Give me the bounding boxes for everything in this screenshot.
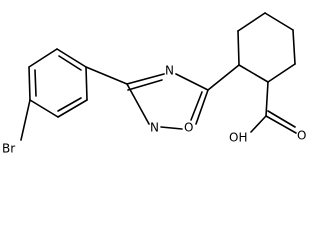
atom-label-nitrogen-top: N	[165, 64, 174, 78]
atom-label-hydroxyl: OH	[229, 131, 247, 145]
oxadiazole-ring	[126, 73, 209, 130]
bromophenyl-ring	[28, 48, 88, 118]
bond-oxadiazole-cyclohexane	[207, 64, 240, 91]
carboxylic-acid-group	[250, 81, 297, 134]
atom-label-nitrogen-bottom: N	[150, 121, 159, 135]
atom-label-ring-oxygen: O	[184, 121, 193, 135]
cyclohexane-ring	[237, 12, 296, 83]
atom-label-carbonyl-oxygen: O	[297, 129, 306, 143]
bond-phenyl-oxadiazole	[85, 66, 128, 85]
atom-label-bromine: Br	[2, 142, 15, 156]
bond-c-br	[20, 99, 31, 141]
molecule-structure: Br N N O OH O	[2, 12, 306, 156]
